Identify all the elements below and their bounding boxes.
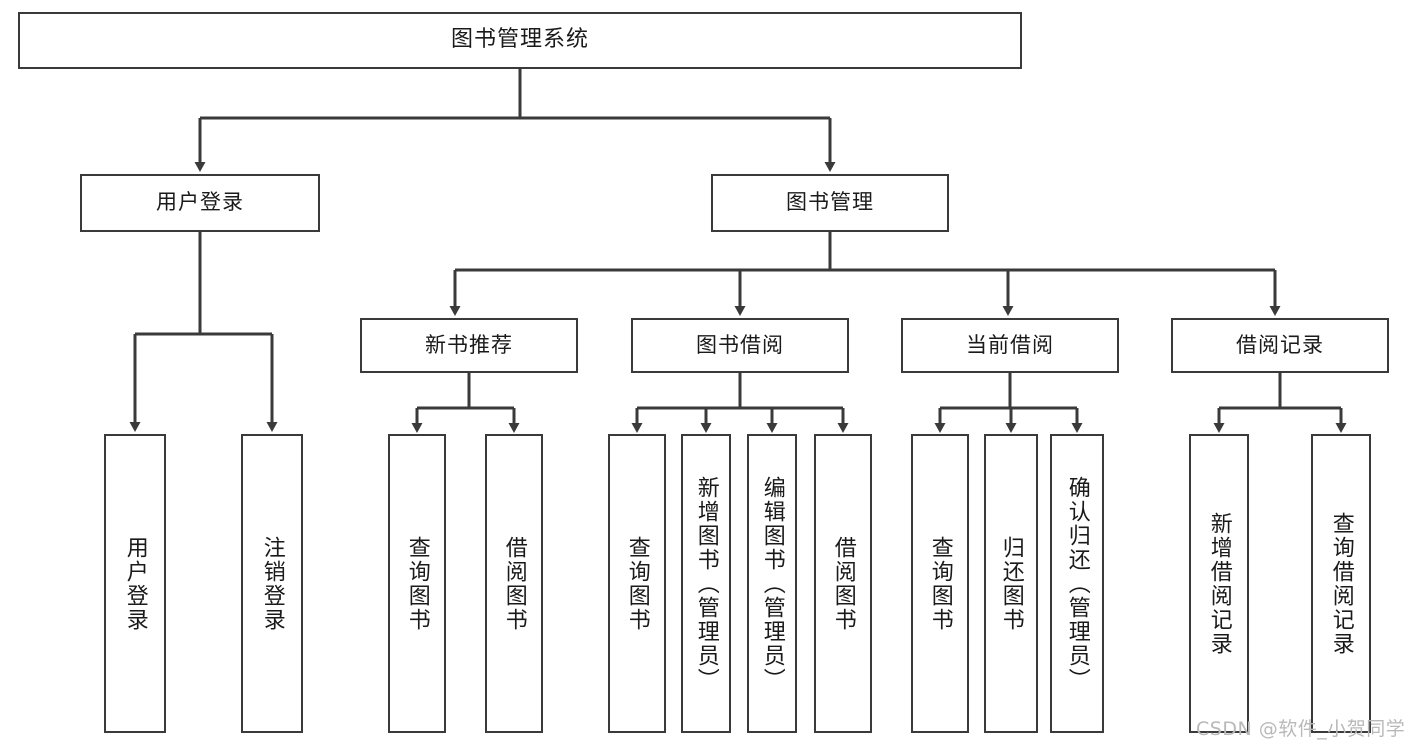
- leaf-borrow-book-2[interactable]: 借阅图书: [814, 434, 872, 733]
- node-current-borrow[interactable]: 当前借阅: [901, 318, 1119, 373]
- leaf-query-book-3[interactable]: 查询图书: [911, 434, 969, 733]
- leaf-query-book-2[interactable]: 查询图书: [608, 434, 666, 733]
- node-book-manage[interactable]: 图书管理: [711, 174, 949, 232]
- csdn-watermark: CSDN @软件_小贺同学: [1196, 718, 1405, 740]
- node-borrow-record[interactable]: 借阅记录: [1171, 318, 1389, 373]
- leaf-confirm-return-admin[interactable]: 确认归还（管理员）: [1050, 434, 1104, 733]
- node-book-borrow[interactable]: 图书借阅: [631, 318, 849, 373]
- leaf-add-book-admin[interactable]: 新增图书（管理员）: [681, 434, 731, 733]
- leaf-return-book[interactable]: 归还图书: [984, 434, 1038, 733]
- leaf-query-book-1[interactable]: 查询图书: [388, 434, 446, 733]
- leaf-edit-book-admin[interactable]: 编辑图书（管理员）: [747, 434, 797, 733]
- leaf-add-borrow-record[interactable]: 新增借阅记录: [1189, 434, 1249, 733]
- node-user-login[interactable]: 用户登录: [80, 174, 320, 232]
- leaf-user-logout[interactable]: 注销登录: [241, 434, 303, 733]
- leaf-user-login[interactable]: 用户登录: [104, 434, 166, 733]
- leaf-query-borrow-record[interactable]: 查询借阅记录: [1311, 434, 1371, 733]
- node-new-book-recommend[interactable]: 新书推荐: [360, 318, 578, 373]
- leaf-borrow-book-1[interactable]: 借阅图书: [485, 434, 543, 733]
- node-root[interactable]: 图书管理系统: [18, 12, 1022, 69]
